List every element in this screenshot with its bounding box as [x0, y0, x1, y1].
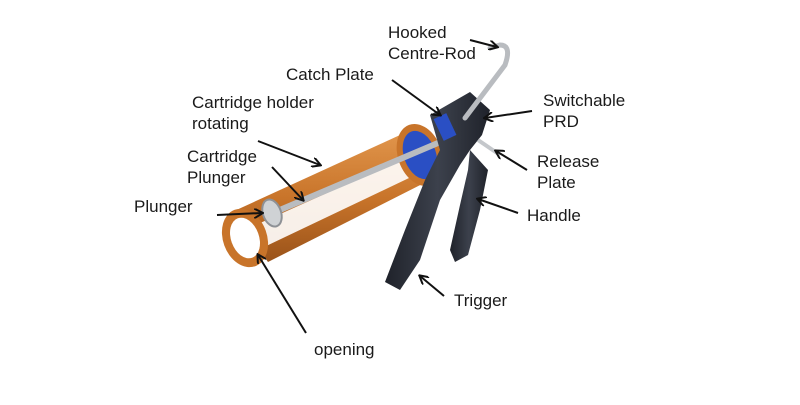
label-plunger: Plunger [134, 197, 193, 216]
label-release-plate: Release Plate [537, 151, 599, 193]
rear-handle [450, 150, 488, 262]
catch-plate [433, 113, 457, 141]
label-hooked-line1: Hooked [388, 23, 447, 42]
label-release-line2: Plate [537, 173, 576, 192]
label-switchable-prd: Switchable PRD [543, 90, 625, 132]
label-handle: Handle [527, 206, 581, 225]
label-switchable-line2: PRD [543, 112, 579, 131]
leader-arrows [216, 39, 533, 334]
label-catch-plate: Catch Plate [286, 65, 374, 84]
label-trigger: Trigger [454, 291, 508, 310]
hooked-centre-rod [462, 42, 511, 121]
label-cartridge-holder: Cartridge holder rotating [192, 92, 314, 134]
label-cartridge-plunger-line1: Cartridge [187, 147, 257, 166]
label-hooked-centre-rod: Hooked Centre-Rod [388, 22, 476, 64]
label-release-line1: Release [537, 152, 600, 171]
label-switchable-line1: Switchable [543, 91, 626, 110]
label-opening: opening [314, 340, 375, 359]
label-cartridge-plunger-line2: Plunger [187, 168, 246, 187]
release-plate [476, 138, 502, 157]
label-hooked-line2: Centre-Rod [388, 44, 476, 63]
label-cartridge-holder-line1: Cartridge holder [192, 93, 314, 112]
label-cartridge-holder-line2: rotating [192, 114, 249, 133]
label-cartridge-plunger: Cartridge Plunger [187, 146, 257, 188]
